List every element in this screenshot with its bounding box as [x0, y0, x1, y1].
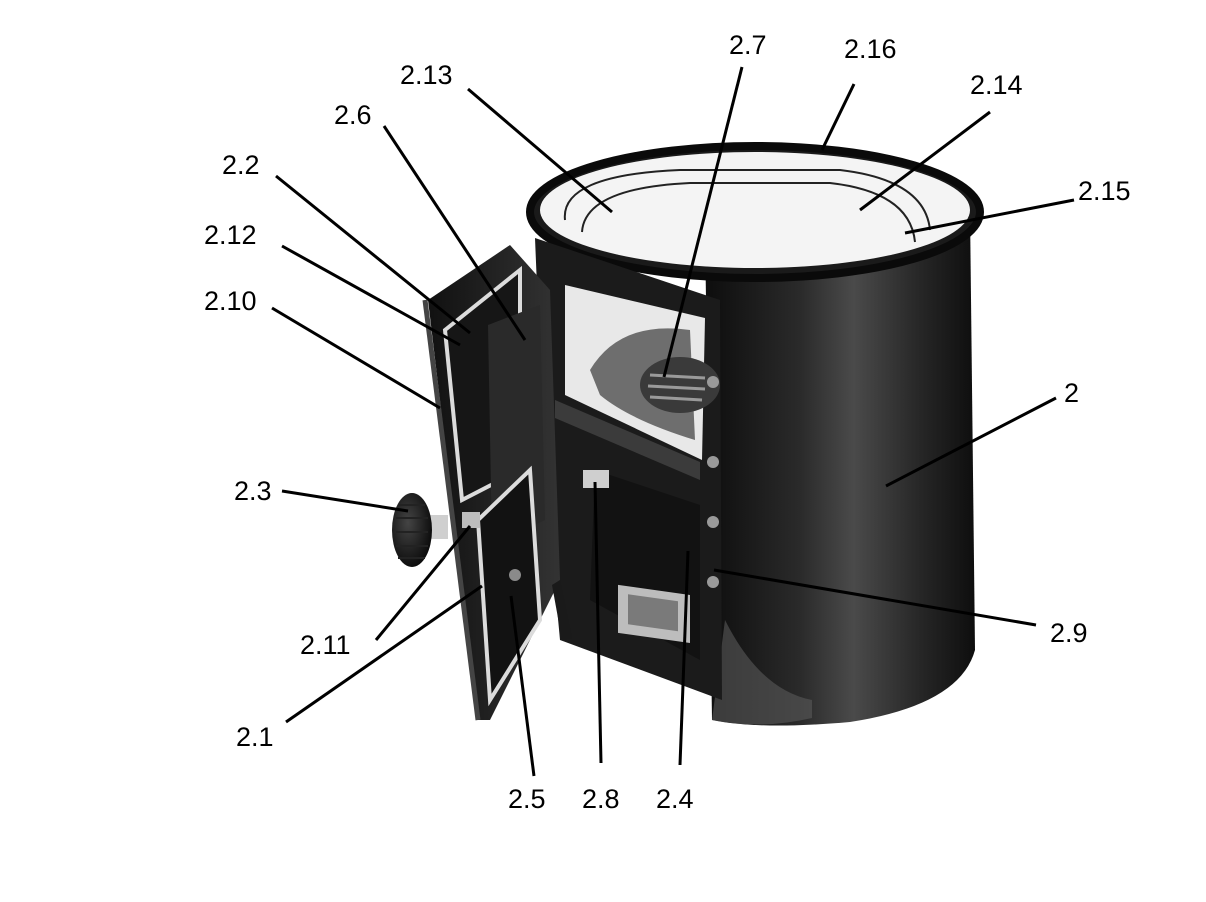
- label-2-14: 2.14: [970, 70, 1023, 100]
- open-door: [422, 245, 560, 721]
- label-2-8: 2.8: [582, 784, 620, 814]
- top-opening: [526, 142, 984, 282]
- label-2-5: 2.5: [508, 784, 546, 814]
- label-2-9: 2.9: [1050, 618, 1088, 648]
- label-2-10: 2.10: [204, 286, 257, 316]
- label-2-2: 2.2: [222, 150, 260, 180]
- label-2-16: 2.16: [844, 34, 897, 64]
- door-knob: [392, 493, 448, 567]
- label-2-4: 2.4: [656, 784, 694, 814]
- label-2-11: 2.11: [300, 630, 351, 660]
- stove-leg: [552, 580, 572, 640]
- label-2-3: 2.3: [234, 476, 272, 506]
- label-2-13: 2.13: [400, 60, 453, 90]
- label-2-6: 2.6: [334, 100, 372, 130]
- stove-body: [705, 210, 975, 726]
- label-2-7: 2.7: [729, 30, 767, 60]
- leader-lines: [271, 66, 1075, 777]
- label-2-12: 2.12: [204, 220, 257, 250]
- front-frame: [535, 238, 722, 700]
- label-2-1: 2.1: [236, 722, 274, 752]
- label-2: 2: [1064, 378, 1080, 408]
- label-2-15: 2.15: [1078, 176, 1131, 206]
